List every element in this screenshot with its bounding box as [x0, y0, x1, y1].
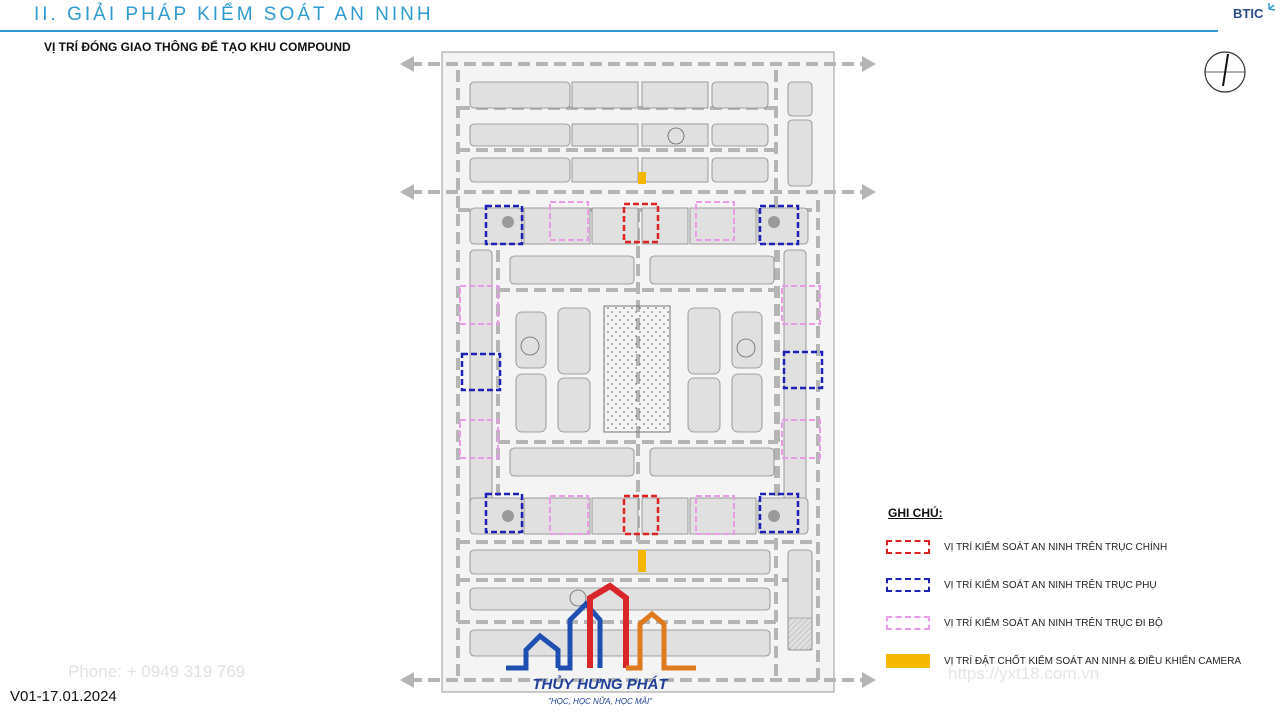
legend-swatch-red: [886, 540, 930, 554]
btic-logo: BTIC: [1233, 6, 1264, 21]
legend-swatch-yellow: [886, 654, 930, 668]
legend-label: VỊ TRÍ KIỂM SOÁT AN NINH TRÊN TRỤC PHỤ: [944, 579, 1157, 591]
page-title: II. GIẢI PHÁP KIỂM SOÁT AN NINH: [34, 4, 434, 25]
camera-control-posts: [638, 172, 646, 572]
watermark-brand: THỦY HƯNG PHÁT: [532, 676, 668, 693]
sub-axis-checkpoints: [460, 204, 824, 534]
legend-label: VỊ TRÍ KIỂM SOÁT AN NINH TRÊN TRỤC CHÍNH: [944, 541, 1168, 553]
legend-swatch-blue: [886, 578, 930, 592]
legend-label: VỊ TRÍ ĐẶT CHỐT KIỂM SOÁT AN NINH & ĐIỀU…: [944, 655, 1242, 667]
road-network: [410, 62, 866, 682]
road-arrowheads: [400, 56, 876, 688]
legend: GHI CHÚ: VỊ TRÍ KIỂM SOÁT AN NINH TRÊN T…: [886, 506, 1276, 686]
legend-label: VỊ TRÍ KIỂM SOÁT AN NINH TRÊN TRỤC ĐI BỘ: [944, 617, 1163, 629]
btic-logo-icon: [1268, 3, 1276, 11]
legend-item-sub-axis: VỊ TRÍ KIỂM SOÁT AN NINH TRÊN TRỤC PHỤ: [886, 572, 1276, 598]
central-park: [603, 305, 671, 433]
header-divider: [0, 30, 1218, 32]
legend-item-pedestrian-axis: VỊ TRÍ KIỂM SOÁT AN NINH TRÊN TRỤC ĐI BỘ: [886, 610, 1276, 636]
legend-swatch-pink: [886, 616, 930, 630]
legend-item-main-axis: VỊ TRÍ KIỂM SOÁT AN NINH TRÊN TRỤC CHÍNH: [886, 534, 1276, 560]
watermark-phone: Phone: + 0949 319 769: [68, 662, 246, 681]
legend-item-camera-post: VỊ TRÍ ĐẶT CHỐT KIỂM SOÁT AN NINH & ĐIỀU…: [886, 648, 1276, 674]
pedestrian-axis-checkpoints: [459, 201, 821, 535]
north-arrow-icon: [1204, 51, 1246, 93]
building-blocks: [469, 81, 813, 657]
legend-title: GHI CHÚ:: [888, 506, 943, 520]
diagram-subtitle: VỊ TRÍ ĐÓNG GIAO THÔNG ĐỂ TẠO KHU COMPOU…: [44, 40, 351, 54]
site-plan-map: [400, 51, 876, 693]
version-label: V01-17.01.2024: [10, 688, 117, 705]
watermark-url: https://yxt18.com.vn: [948, 664, 1100, 683]
watermark-slogan: "HỌC, HỌC NỮA, HỌC MÃI": [547, 697, 653, 706]
watermark-logo-icon: [506, 582, 696, 671]
